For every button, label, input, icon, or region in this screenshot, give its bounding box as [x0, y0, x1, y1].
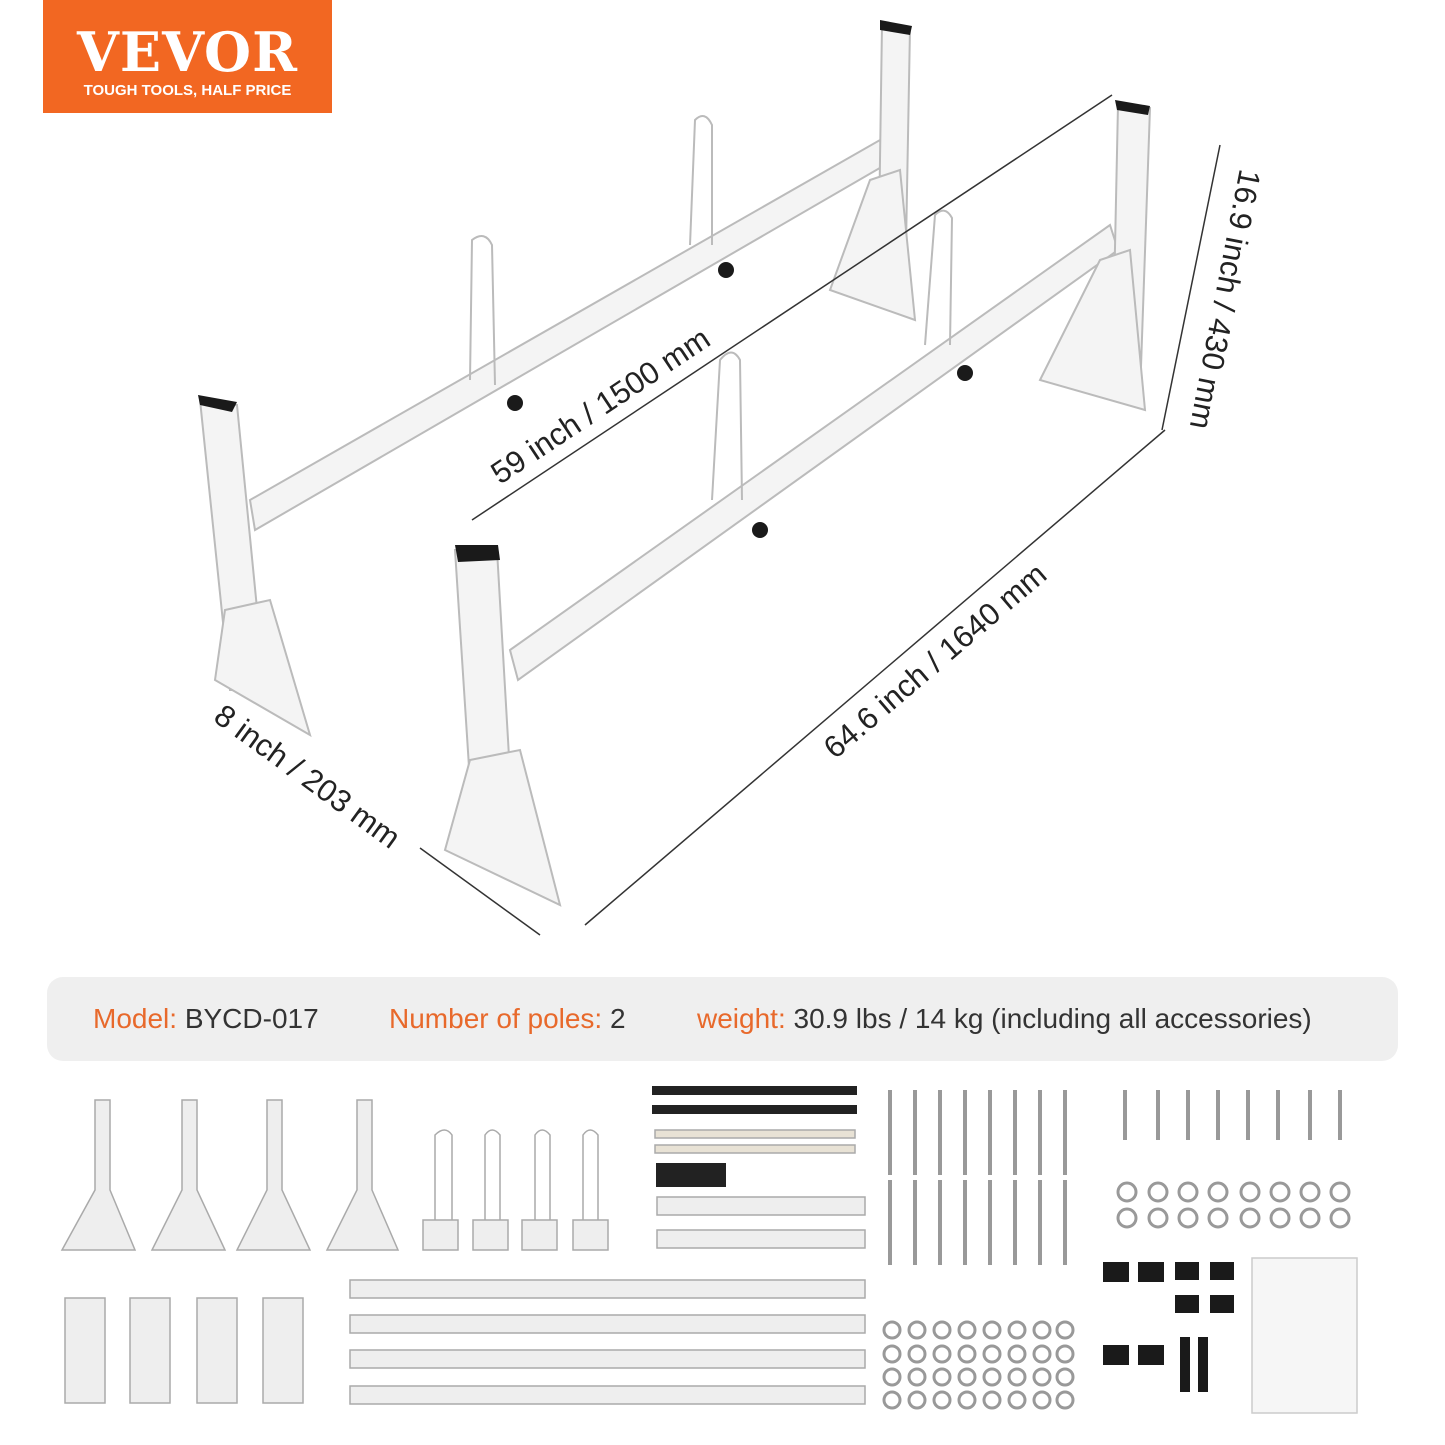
spec-key: Number of poles: [389, 1003, 610, 1034]
spec-bar: Model: BYCD-017 Number of poles: 2 weigh… [47, 977, 1398, 1061]
logo-tagline: TOUGH TOOLS, HALF PRICE [83, 82, 292, 99]
dim-line-8 [419, 847, 541, 936]
spec-model: Model: BYCD-017 [93, 1003, 319, 1035]
post-cap [455, 545, 500, 562]
spec-key: Model: [93, 1003, 185, 1034]
front-rack-ladder-stop [711, 351, 743, 501]
front-rack-left-bracket [443, 748, 562, 907]
spec-value: 2 [610, 1003, 626, 1034]
knob [752, 522, 768, 538]
spec-poles: Number of poles: 2 [389, 1003, 626, 1035]
dim-label-64.6: 64.6 inch / 1640 mm [817, 556, 1053, 765]
spec-key: weight: [697, 1003, 794, 1034]
dim-line-64.6 [584, 429, 1166, 926]
washers [882, 1181, 1351, 1410]
crossbars [349, 1129, 866, 1405]
post-cap [880, 20, 912, 35]
dim-line-59 [471, 94, 1113, 521]
back-rack-right-bracket [828, 168, 917, 322]
ladder-stops [422, 1129, 609, 1251]
back-rack-left-bracket [213, 598, 312, 738]
back-rack-ladder-stop [469, 235, 496, 386]
dim-label-16.9: 16.9 inch / 430 mm [1183, 167, 1268, 432]
post-cap [1115, 100, 1150, 115]
knob [507, 395, 523, 411]
dim-line-16.9 [1161, 144, 1221, 431]
logo-brand: VEVOR [77, 20, 298, 84]
spec-value: BYCD-017 [184, 1003, 319, 1034]
front-rack-ladder-stop [924, 209, 954, 346]
spec-weight: weight: 30.9 lbs / 14 kg (including all … [697, 1003, 1312, 1035]
bracket-set [60, 1099, 400, 1251]
spec-value: 30.9 lbs / 14 kg (including all accessor… [793, 1003, 1312, 1034]
base-plates [64, 1297, 304, 1404]
knobs [1103, 1262, 1234, 1392]
vevor-logo: VEVOR TOUGH TOOLS, HALF PRICE [43, 0, 332, 113]
post-cap [198, 395, 237, 412]
front-rack-right-bracket [1038, 248, 1147, 412]
bolts [888, 1090, 1342, 1265]
dim-label-8: 8 inch / 203 mm [208, 697, 407, 855]
knob [718, 262, 734, 278]
accessories [60, 1086, 1358, 1414]
straps [652, 1086, 857, 1187]
back-rack-ladder-stop [689, 115, 713, 246]
knob [957, 365, 973, 381]
instruction-manual [1251, 1257, 1358, 1414]
